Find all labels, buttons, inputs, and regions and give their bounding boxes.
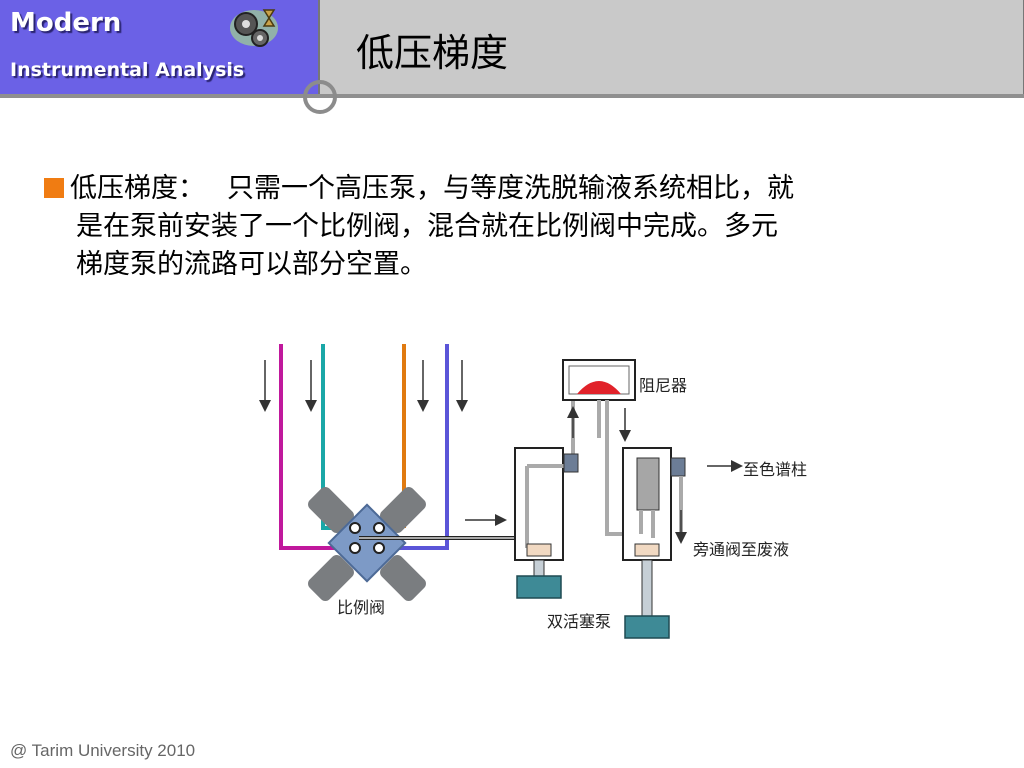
bullet-text-line-2: 是在泵前安装了一个比例阀，混合就在比例阀中完成。多元 xyxy=(76,211,778,242)
bullet-text-line-1: 只需一个高压泵，与等度洗脱输液系统相比，就 xyxy=(227,173,794,204)
header-brand-shadow xyxy=(0,94,318,98)
pump-head-2 xyxy=(622,447,686,639)
bullet-text-line-3: 梯度泵的流路可以部分空置。 xyxy=(76,249,427,280)
proportioning-valve-icon xyxy=(308,487,426,601)
bullet-paragraph: 低压梯度： 只需一个高压泵，与等度洗脱输液系统相比，就 是在泵前安装了一个比例阀，… xyxy=(44,170,979,284)
solvent-line-blue xyxy=(383,344,449,550)
solvent-line-magenta xyxy=(279,344,355,550)
label-damper: 阻尼器 xyxy=(639,376,688,395)
label-dual-piston-pump: 双活塞泵 xyxy=(547,612,612,631)
label-to-column: 至色谱柱 xyxy=(743,460,808,479)
bullet-line-1: 低压梯度： 只需一个高压泵，与等度洗脱输液系统相比，就 xyxy=(44,170,979,208)
flow-path-drawing xyxy=(259,344,743,639)
bullet-term: 低压梯度： xyxy=(70,173,205,204)
page-title: 低压梯度 xyxy=(356,31,509,75)
low-pressure-gradient-diagram: 阻尼器 至色谱柱 旁通阀至废液 比例阀 双活塞泵 xyxy=(255,338,855,658)
hourglass-gear-icon xyxy=(230,9,278,47)
header-title-bar xyxy=(318,0,1024,94)
label-bypass-to-waste: 旁通阀至废液 xyxy=(693,540,790,559)
footer-copyright: @ Tarim University 2010 xyxy=(10,741,196,760)
bullet-square-icon xyxy=(44,178,64,198)
label-proportioning-valve: 比例阀 xyxy=(337,598,386,617)
brand-line-modern: Modern xyxy=(10,8,122,38)
header-title-shadow xyxy=(318,94,1024,98)
brand-line-instrumental-analysis: Instrumental Analysis xyxy=(10,59,245,81)
ring-ornament xyxy=(303,80,337,114)
pump-head-1 xyxy=(514,396,579,599)
